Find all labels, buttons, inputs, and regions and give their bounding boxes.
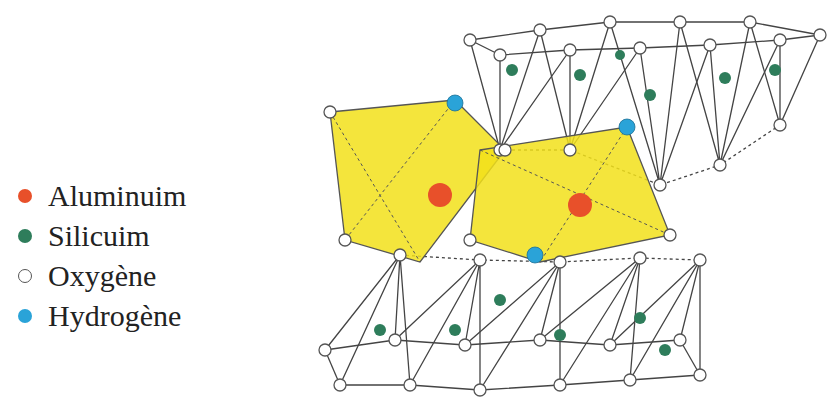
legend-swatch [18,229,32,243]
legend-swatch [18,309,32,323]
hydrogen-atoms [447,95,635,263]
legend-entry: Hydrogène [10,296,186,336]
octahedral-sheet [330,100,670,262]
oxygen-atoms [319,16,826,396]
legend-entry: Oxygène [10,256,186,296]
legend-swatch [18,269,32,283]
silicon-atoms-top [506,50,781,101]
legend-text: Aluminuim [48,181,186,211]
legend-text: Oxygène [48,261,156,291]
legend: AluminuimSilicuimOxygèneHydrogène [10,176,186,336]
silicon-atoms-bottom [374,294,671,356]
legend-text: Hydrogène [48,301,181,331]
legend-entry: Aluminuim [10,176,186,216]
legend-text: Silicuim [48,221,150,251]
legend-entry: Silicuim [10,216,186,256]
legend-swatch [18,189,32,203]
bottom-tetrahedral-sheet [325,255,700,390]
